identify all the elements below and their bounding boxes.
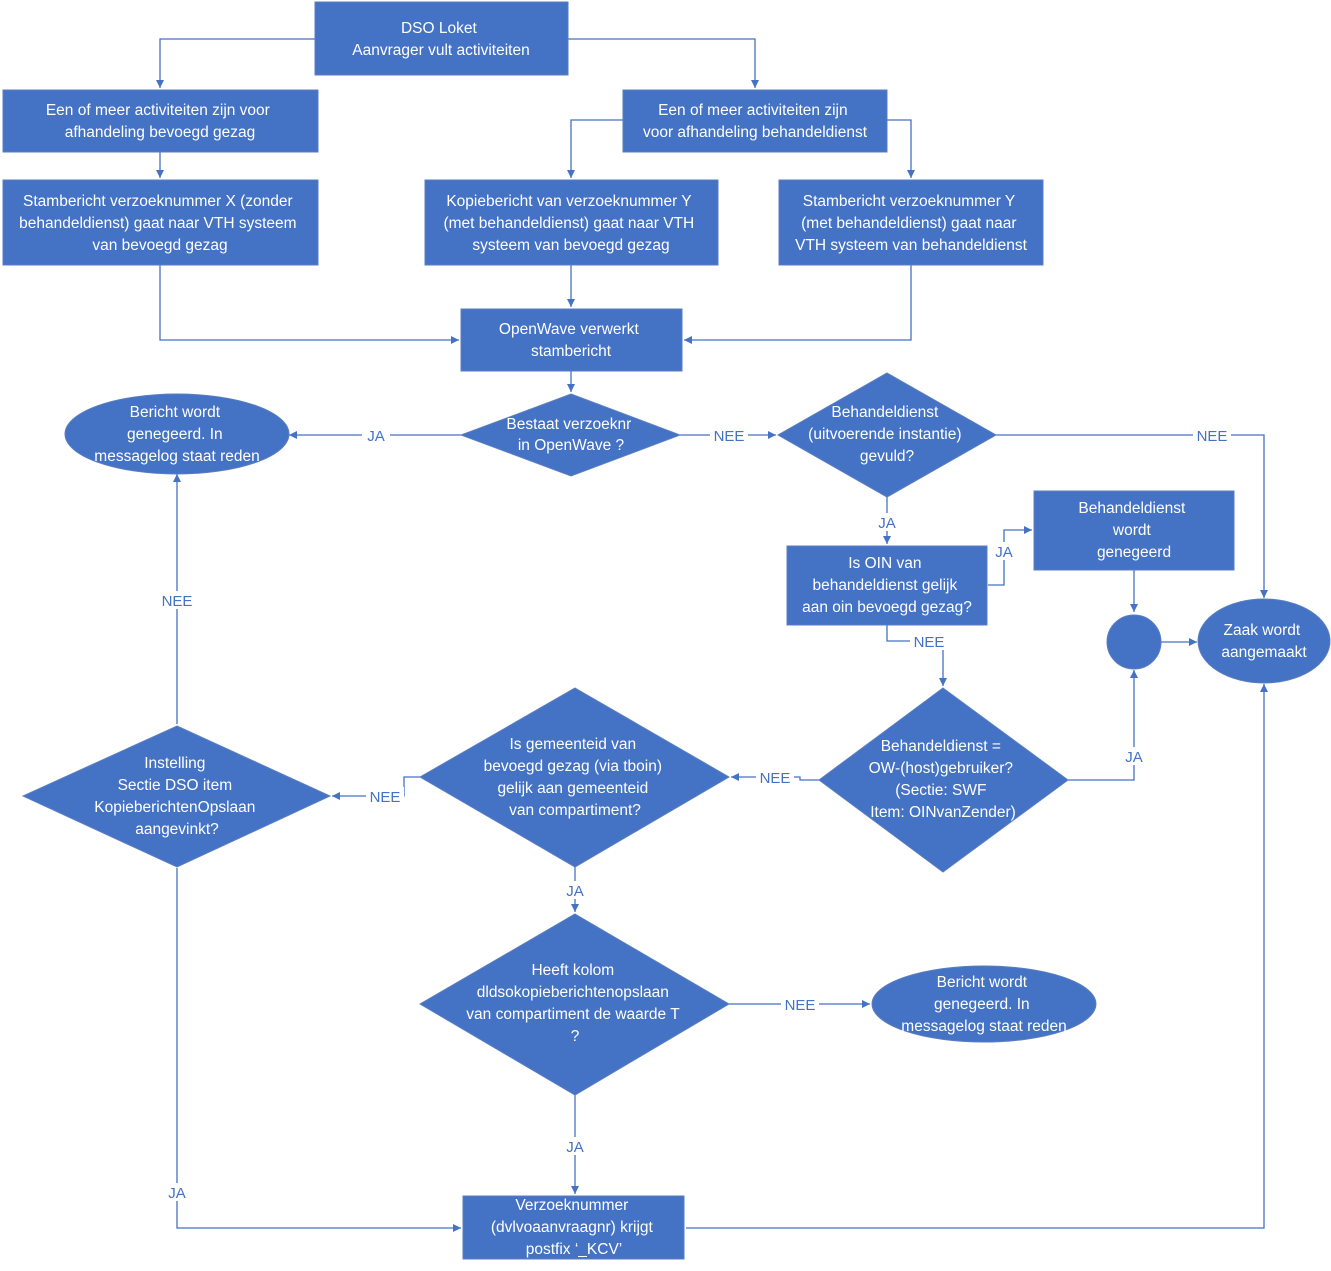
edge-label-ja-kolom: JA	[566, 1139, 584, 1156]
svg-text:DSO Loket Aanvrager vult: DSO Loket Aanvrager vult activiteiten	[352, 20, 529, 59]
svg-text:Kopiebericht van verzoeknummer: Kopiebericht van verzoeknummer Y (met be…	[443, 193, 698, 254]
svg-text:Instelling Sectie DSO it: Instelling Sectie DSO item Kopieberichte…	[94, 755, 259, 838]
connector-gevuld-nee	[996, 434, 1268, 598]
edge-label-nee-oin: NEE	[914, 634, 945, 651]
edge-label-ja-gemeenteid: JA	[566, 883, 584, 900]
svg-text:Behandeldienst wordt: Behandeldienst wordt genegeerd	[1078, 500, 1189, 561]
node-instelling: Instelling Sectie DSO item Kopieberichte…	[21, 725, 332, 868]
edge-label-ja-ow: JA	[1125, 749, 1143, 766]
svg-text:Zaak wordt aangemaakt: Zaak wordt aangemaakt	[1221, 622, 1307, 661]
node-bericht-genegeerd-2: Bericht wordt genegeerd. In messagelog s…	[871, 965, 1097, 1043]
edge-label-ja-instelling: JA	[168, 1185, 186, 1202]
node-behandeldienst-afhandeling: Een of meer activiteiten zijn voor afhan…	[622, 89, 888, 153]
svg-text:OpenWave verwerkt stambe: OpenWave verwerkt stambericht	[499, 321, 643, 360]
edge-label-ja-bestaat: JA	[367, 428, 385, 445]
edge-labels: JA NEE NEE JA JA NEE JA NEE NEE NEE JA N…	[158, 426, 1231, 1202]
svg-text:Stambericht verzoeknummer Y: Stambericht verzoeknummer Y (met behande…	[795, 193, 1027, 254]
connector-dso-to-bevoegd	[156, 38, 315, 88]
edge-label-nee-gevuld: NEE	[1197, 428, 1228, 445]
svg-text:Een of meer activiteiten zijn: Een of meer activiteiten zijn voor afhan…	[643, 102, 868, 141]
edge-label-nee-kolom: NEE	[785, 997, 816, 1014]
node-kopiebericht-y: Kopiebericht van verzoeknummer Y (met be…	[424, 179, 719, 266]
connector-behandeldienst-to-stamy	[887, 119, 915, 178]
node-zaak-aangemaakt: Zaak wordt aangemaakt	[1197, 598, 1331, 684]
node-bestaat-verzoeknr: Bestaat verzoeknr in OpenWave ?	[459, 393, 682, 477]
edge-label-nee-bestaat: NEE	[714, 428, 745, 445]
connector-stamy-to-openwave	[684, 265, 912, 344]
connector-instelling-ja	[176, 868, 461, 1232]
svg-text:Is OIN van behandeldiens: Is OIN van behandeldienst gelijk aan oin…	[802, 555, 972, 616]
node-stambericht-y: Stambericht verzoeknummer Y (met behande…	[778, 179, 1044, 266]
svg-text:Behandeldienst (uitvoere: Behandeldienst (uitvoerende instantie) g…	[808, 404, 966, 465]
connector-ow-ja	[1068, 670, 1138, 781]
node-behandeldienst-genegeerd: Behandeldienst wordt genegeerd	[1033, 490, 1235, 571]
node-behandeldienst-ow: Behandeldienst = OW-(host)gebruiker? (Se…	[818, 687, 1069, 873]
connector-dso-to-behandeldienst	[568, 38, 759, 88]
edge-label-nee-instelling: NEE	[162, 593, 193, 610]
node-bevoegd-gezag: Een of meer activiteiten zijn voor afhan…	[2, 89, 319, 153]
node-dso-loket: DSO Loket Aanvrager vult activiteiten	[314, 1, 569, 76]
edge-label-nee-ow: NEE	[760, 770, 791, 787]
node-junction	[1106, 614, 1162, 670]
svg-text:Heeft kolom dldsokopiebe: Heeft kolom dldsokopieberichtenopslaan v…	[466, 962, 683, 1045]
node-openwave-verwerkt: OpenWave verwerkt stambericht	[460, 308, 683, 372]
node-behandeldienst-gevuld: Behandeldienst (uitvoerende instantie) g…	[776, 372, 998, 498]
svg-text:Bestaat verzoeknr in Ope: Bestaat verzoeknr in OpenWave ?	[506, 416, 635, 454]
svg-text:Stambericht verzoeknummer X (z: Stambericht verzoeknummer X (zonder beha…	[19, 193, 301, 254]
svg-text:Bericht wordt genegeerd.: Bericht wordt genegeerd. In messagelog s…	[94, 404, 259, 465]
svg-text:Een of meer activiteiten zijn: Een of meer activiteiten zijn voor afhan…	[46, 102, 274, 141]
node-stambericht-x: Stambericht verzoeknummer X (zonder beha…	[2, 179, 319, 266]
node-verzoeknummer-kcv: Verzoeknummer (dvlvoaanvraagnr) krijgt p…	[462, 1195, 685, 1260]
edge-label-ja-oin: JA	[995, 544, 1013, 561]
svg-text:Behandeldienst = OW-(hos: Behandeldienst = OW-(host)gebruiker? (Se…	[869, 738, 1018, 821]
connector-behandeldienst-to-kopie	[567, 119, 623, 178]
edge-label-nee-gemeenteid: NEE	[370, 789, 401, 806]
node-bericht-genegeerd-1: Bericht wordt genegeerd. In messagelog s…	[64, 393, 290, 475]
connector-kcv-to-zaak	[686, 684, 1268, 1229]
svg-text:Is gemeenteid van bevoeg: Is gemeenteid van bevoegd gezag (via tbo…	[484, 736, 667, 819]
connector-stamx-to-openwave	[159, 265, 459, 344]
svg-text:Bericht wordt genegeerd.: Bericht wordt genegeerd. In messagelog s…	[901, 974, 1066, 1035]
svg-text:Verzoeknummer (dvlvoaanv: Verzoeknummer (dvlvoaanvraagnr) krijgt p…	[491, 1197, 657, 1258]
node-is-oin: Is OIN van behandeldienst gelijk aan oin…	[786, 545, 988, 626]
node-heeft-kolom: Heeft kolom dldsokopieberichtenopslaan v…	[419, 913, 730, 1096]
node-is-gemeenteid: Is gemeenteid van bevoegd gezag (via tbo…	[419, 687, 730, 868]
edge-label-ja-gevuld: JA	[878, 515, 896, 532]
